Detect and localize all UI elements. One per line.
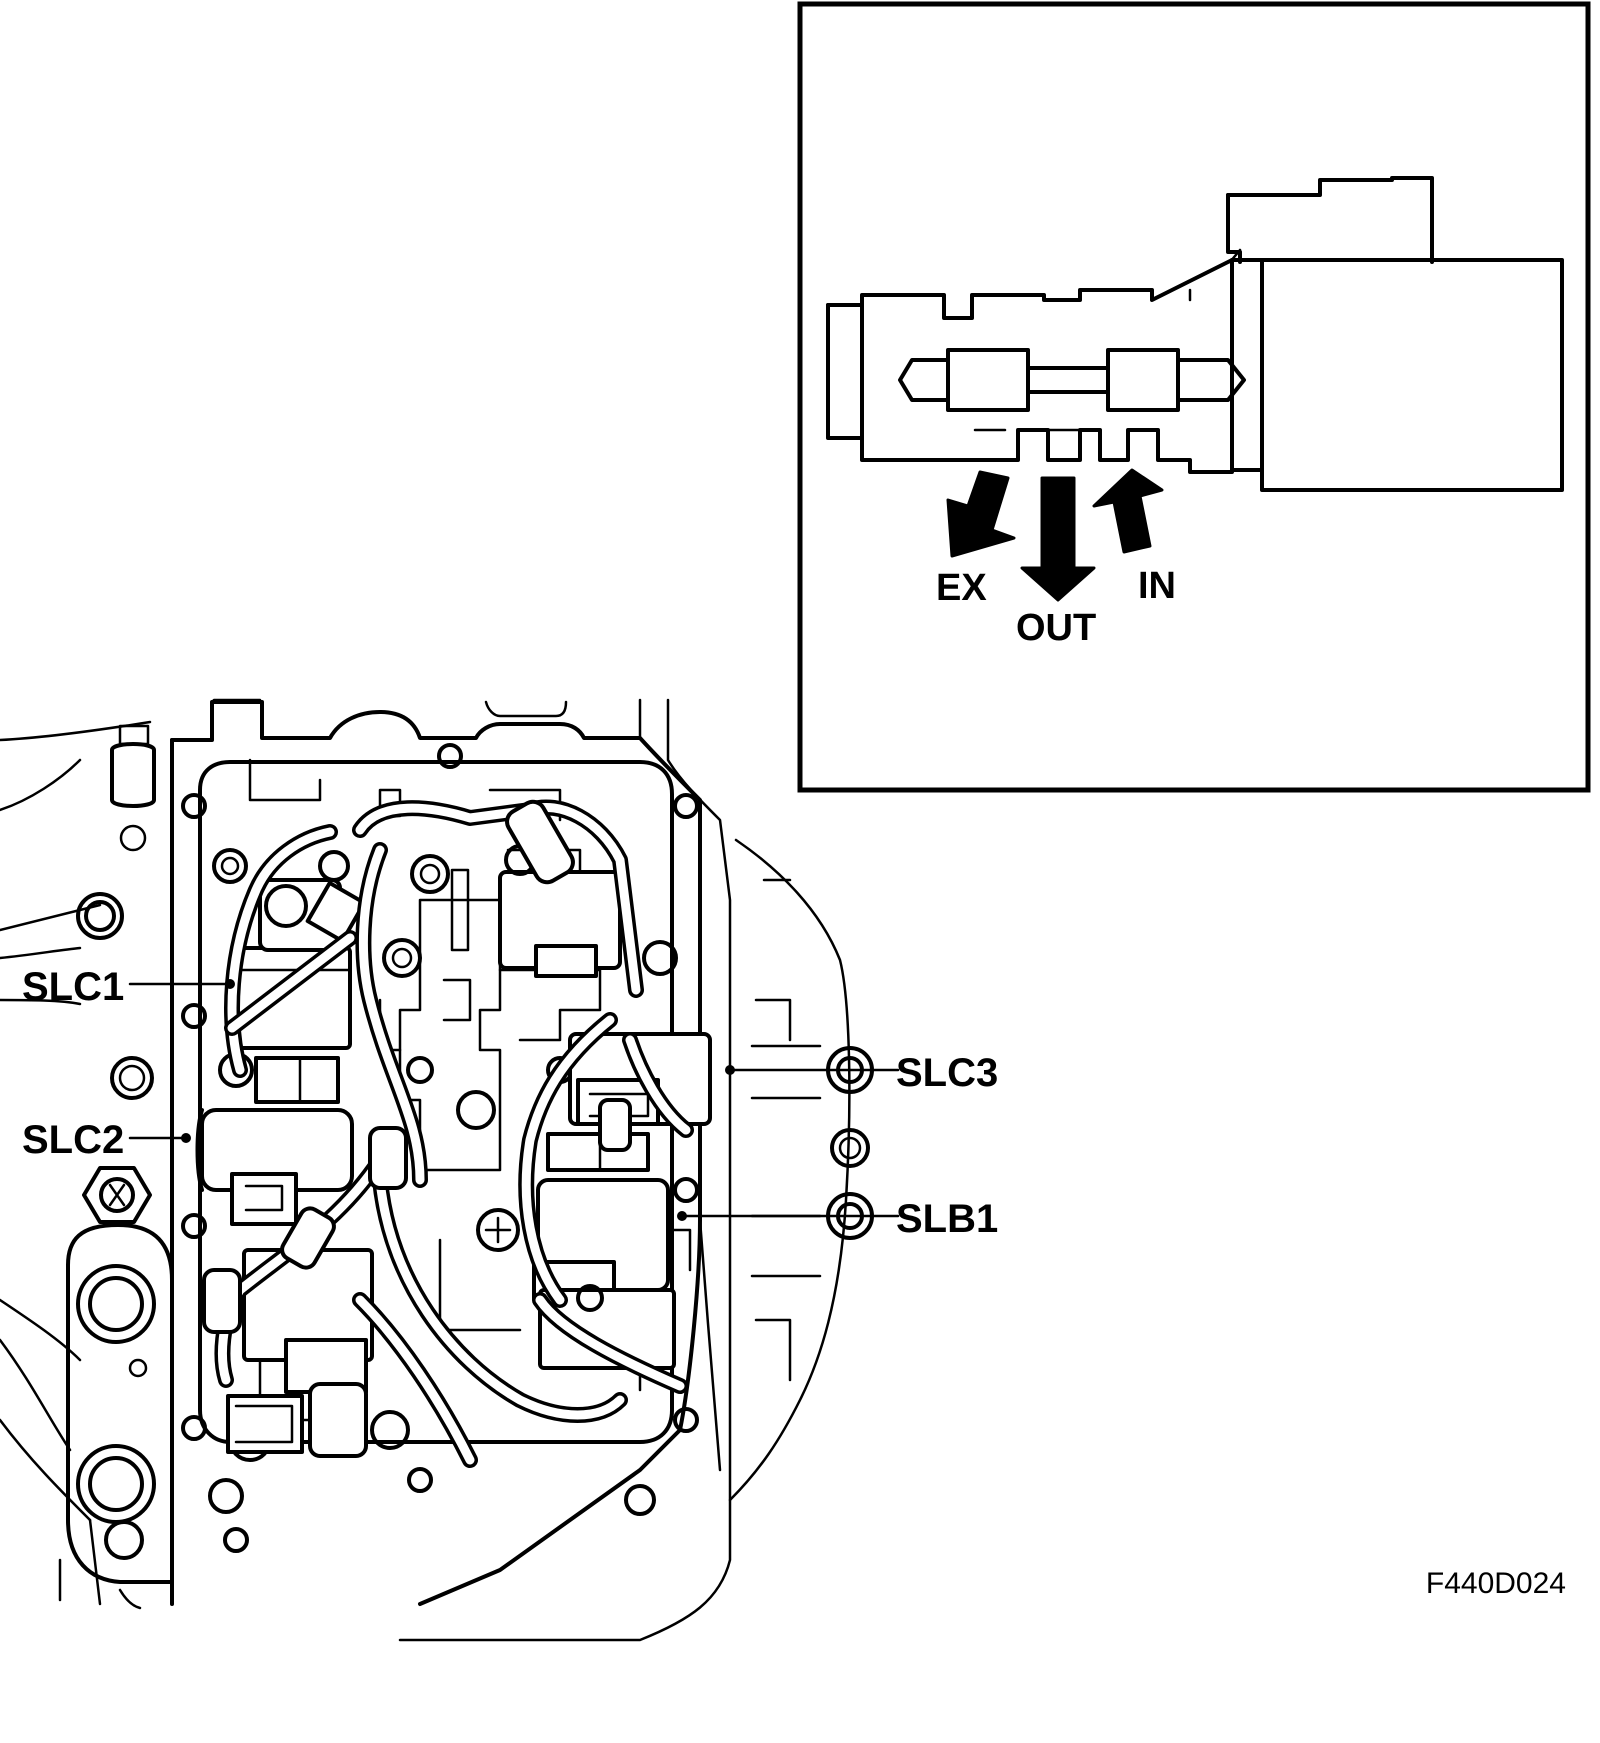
out-arrow bbox=[1020, 476, 1096, 602]
solenoid-lower-left bbox=[226, 1248, 374, 1458]
slc2-leader-dot bbox=[181, 1133, 191, 1143]
valve-body bbox=[826, 176, 1564, 492]
inner-plate bbox=[198, 760, 674, 1444]
solenoid-slc1 bbox=[236, 878, 367, 1050]
slc2-label: SLC2 bbox=[22, 1118, 124, 1162]
slc3-label: SLC3 bbox=[896, 1051, 998, 1095]
slb1-label: SLB1 bbox=[896, 1197, 998, 1241]
ex-arrow bbox=[946, 470, 1016, 558]
valve-spool bbox=[898, 348, 1246, 412]
slc1-label: SLC1 bbox=[22, 965, 124, 1009]
out-label: OUT bbox=[1016, 607, 1096, 649]
figure-id: F440D024 bbox=[1426, 1567, 1566, 1600]
callout-leaders bbox=[128, 979, 900, 1221]
callout-labels: SLC1 SLC2 SLC3 SLB1 bbox=[22, 965, 998, 1241]
valve-body-assembly: SLC1 SLC2 SLC3 SLB1 bbox=[0, 698, 998, 1642]
solenoid-slc2 bbox=[195, 1056, 354, 1226]
solenoid-slb1 bbox=[532, 1178, 692, 1370]
wiring-harness bbox=[202, 799, 694, 1468]
case-left-fragments bbox=[0, 720, 175, 1610]
in-arrow bbox=[1092, 468, 1164, 554]
slb1-leader-dot bbox=[677, 1211, 687, 1221]
case-right bbox=[728, 838, 874, 1502]
in-label: IN bbox=[1138, 565, 1176, 607]
ex-label: EX bbox=[936, 567, 987, 609]
inset-frame bbox=[797, 1, 1591, 793]
flow-arrows: EX OUT IN bbox=[936, 468, 1176, 649]
valve-inset: EX OUT IN bbox=[797, 1, 1591, 793]
plate-outline bbox=[170, 700, 702, 1606]
slc1-leader-dot bbox=[225, 979, 235, 989]
slc3-leader-dot bbox=[725, 1065, 735, 1075]
